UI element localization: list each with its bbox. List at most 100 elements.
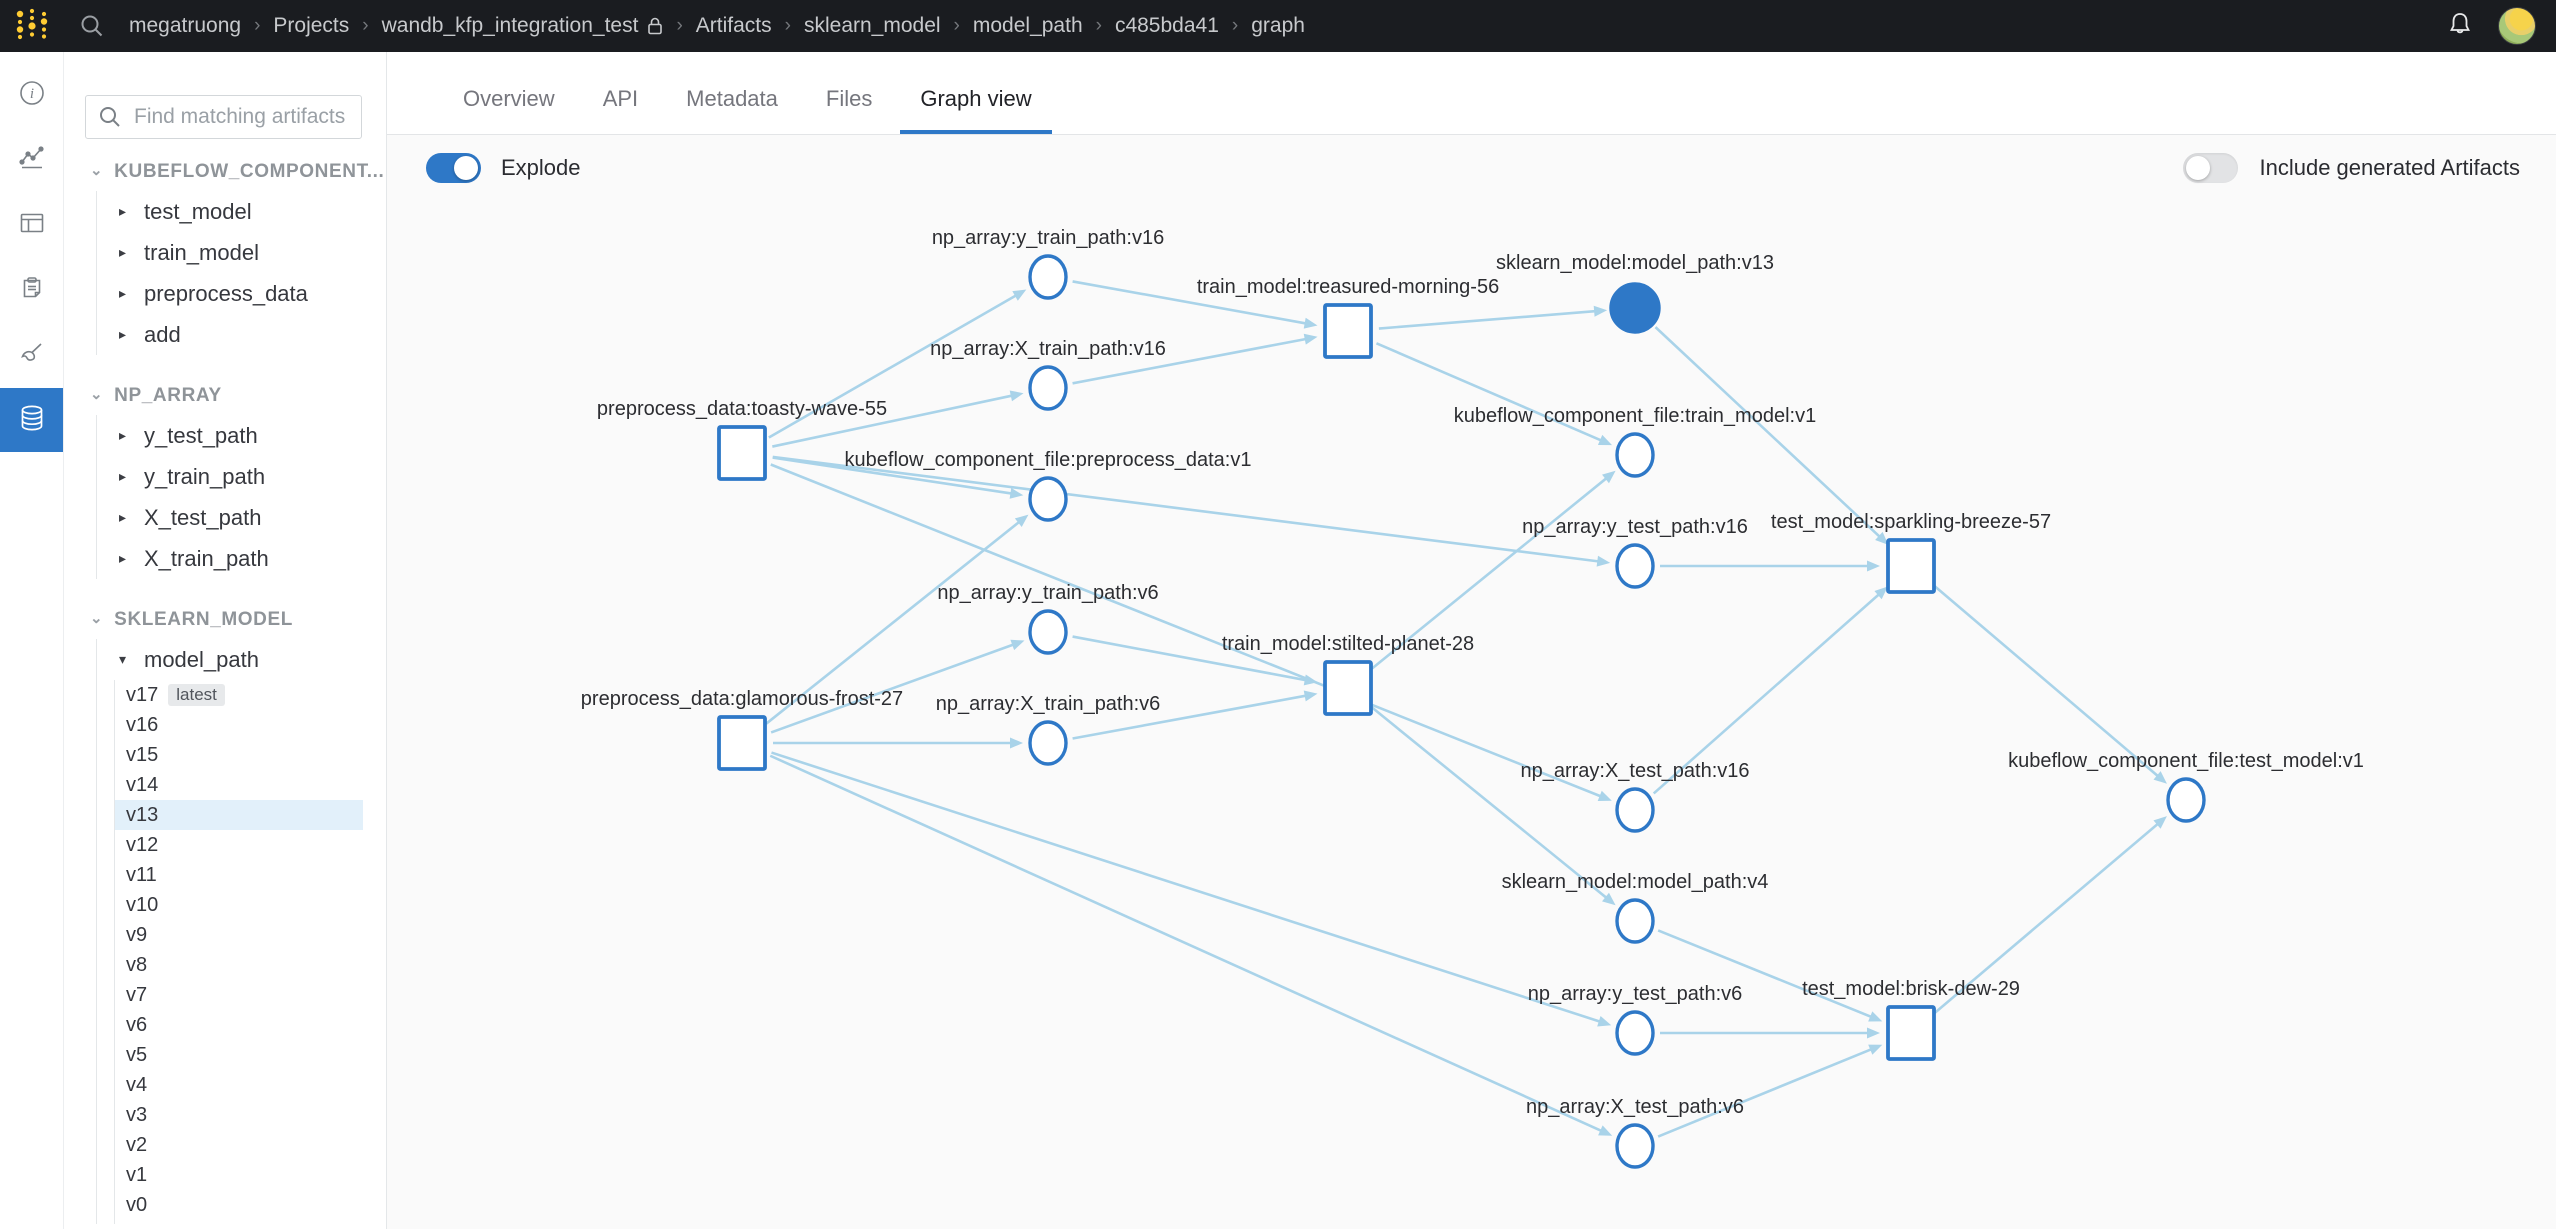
breadcrumb-item[interactable]: Artifacts	[695, 14, 772, 37]
version-item-v4[interactable]: v4	[115, 1070, 363, 1100]
graph-node-y_train_v16[interactable]	[1028, 254, 1068, 300]
include-generated-control: Include generated Artifacts	[2182, 153, 2520, 183]
graph-node-brisk[interactable]	[1886, 1005, 1936, 1061]
artifact-tree: ⌄KUBEFLOW_COMPONENT...▸test_model▸train_…	[64, 159, 386, 1224]
artifact-collection-item[interactable]: ▸preprocess_data	[97, 273, 386, 314]
artifact-collection-item[interactable]: ▸test_model	[97, 191, 386, 232]
graph-node-model_v4[interactable]	[1615, 898, 1655, 944]
bell-icon[interactable]	[2446, 10, 2474, 43]
graph-node-treasured[interactable]	[1323, 303, 1373, 359]
rail-item-charts[interactable]	[0, 128, 63, 192]
artifact-collection-item[interactable]: ▸add	[97, 314, 386, 355]
version-label: v10	[126, 893, 159, 916]
graph-node-stilted[interactable]	[1323, 660, 1373, 716]
latest-badge: latest	[168, 684, 225, 706]
graph-node-y_test_v16[interactable]	[1615, 543, 1655, 589]
collection-label: y_train_path	[144, 463, 266, 489]
artifact-search-box[interactable]	[85, 95, 362, 139]
graph-node-X_train_v6[interactable]	[1028, 720, 1068, 766]
breadcrumb-item[interactable]: Projects	[273, 14, 350, 37]
rail-item-tables[interactable]	[0, 193, 63, 257]
graph-node-X_train_v16[interactable]	[1028, 365, 1068, 411]
graph-node-X_test_v16[interactable]	[1615, 787, 1655, 833]
artifact-collection-item[interactable]: ▸train_model	[97, 232, 386, 273]
version-item-v9[interactable]: v9	[115, 920, 363, 950]
chevron-down-icon: ⌄	[90, 386, 104, 403]
rail-item-artifacts[interactable]	[0, 388, 63, 452]
version-item-v11[interactable]: v11	[115, 860, 363, 890]
charts-icon	[18, 144, 46, 177]
tab-api[interactable]: API	[602, 86, 639, 111]
graph-node-kfp_test_v1[interactable]	[2166, 777, 2206, 823]
graph-node-kfp_train_v1[interactable]	[1615, 432, 1655, 478]
section-label: KUBEFLOW_COMPONENT...	[114, 161, 385, 182]
graph-canvas[interactable]	[387, 134, 2556, 1229]
version-item-v6[interactable]: v6	[115, 1010, 363, 1040]
caret-down-icon: ▾	[119, 651, 127, 667]
version-label: v17	[126, 683, 159, 706]
graph-node-toasty[interactable]	[717, 425, 767, 481]
artifact-collection-item[interactable]: ▸X_test_path	[97, 497, 386, 538]
graph-node-y_train_v6[interactable]	[1028, 609, 1068, 655]
breadcrumb-item[interactable]: graph	[1251, 14, 1305, 37]
rail-item-sweeps[interactable]	[0, 323, 63, 387]
version-item-v16[interactable]: v16	[115, 710, 363, 740]
version-label: v12	[126, 833, 159, 856]
caret-right-icon: ▸	[119, 244, 127, 260]
caret-right-icon: ▸	[119, 326, 127, 342]
section-items: ▸y_test_path▸y_train_path▸X_test_path▸X_…	[96, 415, 386, 579]
breadcrumb-item[interactable]: megatruong	[129, 14, 242, 37]
graph-node-y_test_v6[interactable]	[1615, 1010, 1655, 1056]
version-item-v0[interactable]: v0	[115, 1190, 363, 1220]
graph-node-model_v13[interactable]	[1609, 282, 1661, 334]
include-generated-toggle[interactable]	[2182, 153, 2238, 183]
artifact-type-section[interactable]: ⌄KUBEFLOW_COMPONENT...	[64, 159, 386, 185]
tab-metadata[interactable]: Metadata	[686, 86, 778, 111]
graph-node-sparkling[interactable]	[1886, 538, 1936, 594]
explode-control: Explode	[426, 153, 581, 183]
breadcrumb-item[interactable]: wandb_kfp_integration_test	[381, 14, 639, 37]
wandb-logo[interactable]	[13, 6, 53, 47]
artifact-type-section[interactable]: ⌄NP_ARRAY	[64, 383, 386, 409]
version-item-v14[interactable]: v14	[115, 770, 363, 800]
version-item-v2[interactable]: v2	[115, 1130, 363, 1160]
graph-node-kfp_pre_v1[interactable]	[1028, 476, 1068, 522]
artifact-collection-item[interactable]: ▸X_train_path	[97, 538, 386, 579]
version-item-v5[interactable]: v5	[115, 1040, 363, 1070]
graph-node-X_test_v6[interactable]	[1615, 1123, 1655, 1169]
main-content: Overview API Metadata Files Graph view Explo…	[387, 52, 2556, 1229]
artifact-search-input[interactable]	[132, 104, 349, 130]
version-item-v17[interactable]: v17 latest	[115, 680, 363, 710]
artifact-collection-item[interactable]: ▸y_test_path	[97, 415, 386, 456]
artifact-collection-item[interactable]: ▾model_path	[97, 639, 386, 680]
artifact-collection-item[interactable]: ▸y_train_path	[97, 456, 386, 497]
version-item-v15[interactable]: v15	[115, 740, 363, 770]
tables-icon	[18, 209, 46, 242]
search-icon[interactable]	[79, 13, 105, 39]
caret-right-icon: ▸	[119, 203, 127, 219]
version-item-v3[interactable]: v3	[115, 1100, 363, 1130]
graph-node-glamorous[interactable]	[717, 715, 767, 771]
avatar[interactable]	[2498, 7, 2536, 45]
rail-item-reports[interactable]	[0, 258, 63, 322]
version-item-v7[interactable]: v7	[115, 980, 363, 1010]
breadcrumb-item[interactable]: sklearn_model	[803, 14, 941, 37]
breadcrumb-item[interactable]: model_path	[972, 14, 1083, 37]
tab-graph-view[interactable]: Graph view	[900, 52, 1052, 134]
search-icon	[100, 107, 120, 127]
version-item-v13[interactable]: v13	[115, 800, 363, 830]
breadcrumb-separator: ›	[676, 15, 683, 36]
rail-item-info[interactable]: i	[0, 63, 63, 127]
breadcrumb-item[interactable]: c485bda41	[1114, 14, 1219, 37]
breadcrumb-separator: ›	[784, 15, 791, 36]
version-item-v8[interactable]: v8	[115, 950, 363, 980]
collection-label: X_test_path	[144, 504, 262, 530]
explode-toggle[interactable]	[426, 153, 481, 183]
artifact-browser-panel: ⌄KUBEFLOW_COMPONENT...▸test_model▸train_…	[64, 52, 387, 1229]
artifact-type-section[interactable]: ⌄SKLEARN_MODEL	[64, 607, 386, 633]
version-item-v1[interactable]: v1	[115, 1160, 363, 1190]
tab-files[interactable]: Files	[825, 86, 873, 111]
tab-overview[interactable]: Overview	[463, 86, 555, 111]
version-item-v10[interactable]: v10	[115, 890, 363, 920]
version-item-v12[interactable]: v12	[115, 830, 363, 860]
